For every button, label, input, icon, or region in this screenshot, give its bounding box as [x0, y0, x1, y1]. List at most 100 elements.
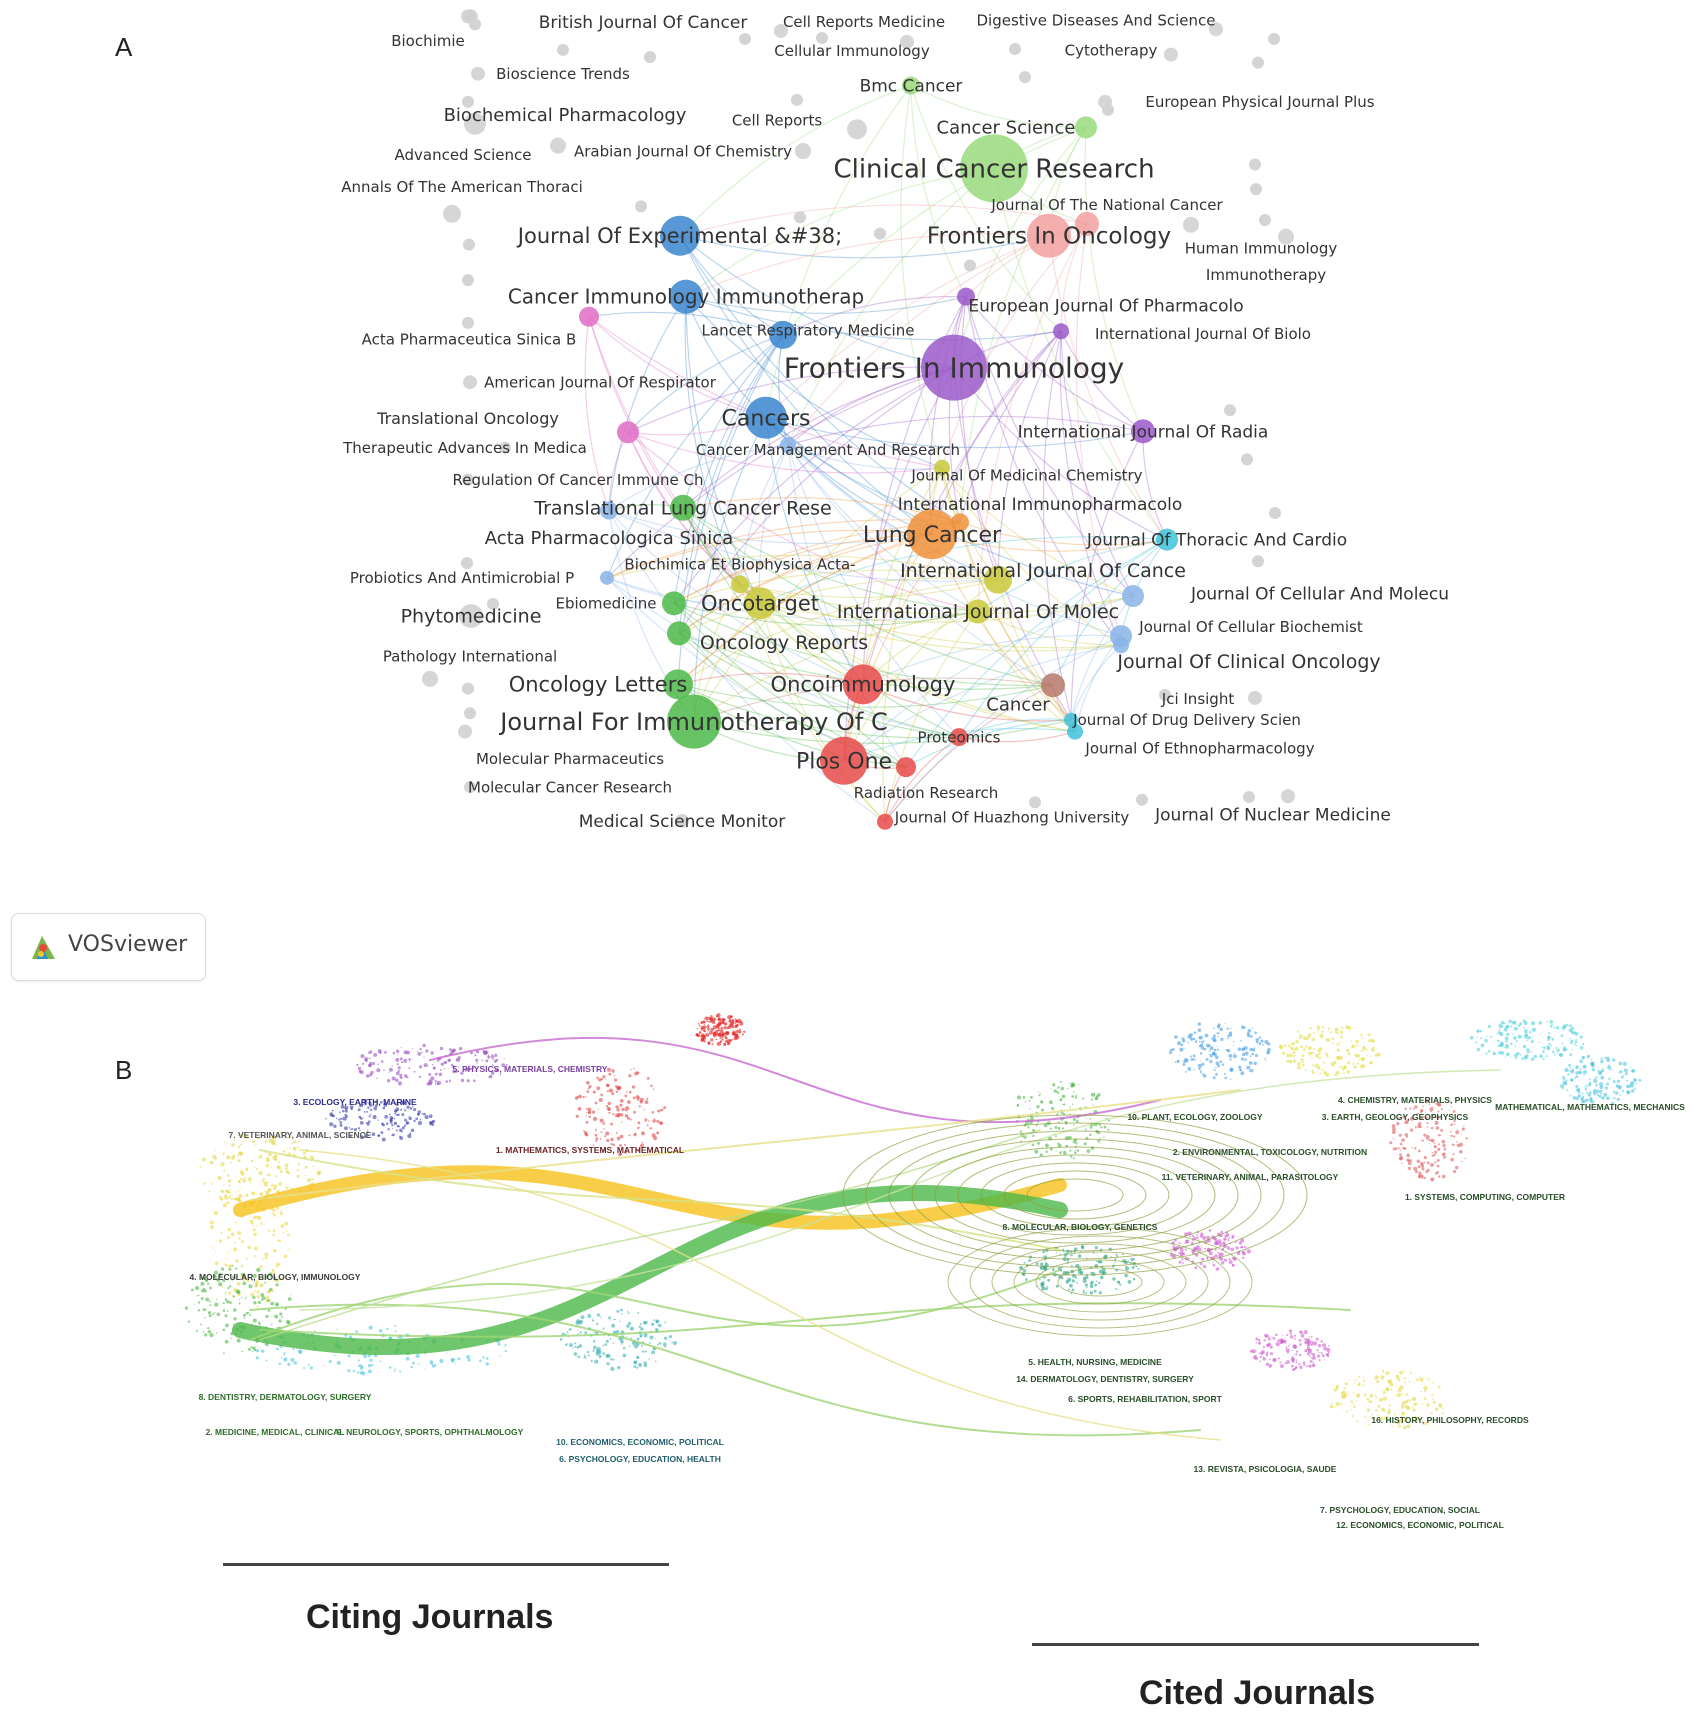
journal-point	[608, 1072, 612, 1076]
journal-point	[592, 1339, 596, 1343]
cocitation-link	[960, 296, 999, 580]
journal-point	[423, 1112, 426, 1116]
cocitation-link	[608, 510, 886, 823]
journal-point	[1579, 1035, 1583, 1039]
journal-point	[226, 1273, 228, 1276]
journal-point	[1055, 1135, 1057, 1138]
cocitation-link	[1084, 127, 1144, 432]
journal-point	[1034, 1149, 1039, 1154]
vosviewer-badge[interactable]: VOSviewer	[11, 913, 206, 981]
journal-point	[1383, 1396, 1387, 1401]
cocitation-link	[673, 602, 907, 768]
journal-point	[367, 1129, 369, 1131]
journal-point	[1193, 1069, 1195, 1071]
journal-point	[410, 1365, 413, 1369]
journal-point	[1562, 1076, 1566, 1080]
journal-point	[240, 1296, 243, 1299]
journal-point	[1265, 1334, 1268, 1337]
journal-point	[1193, 1058, 1196, 1061]
journal-point	[272, 1208, 276, 1212]
journal-point	[1343, 1387, 1346, 1390]
journal-point	[559, 1338, 563, 1341]
journal-point	[1305, 1037, 1309, 1041]
journal-point	[242, 1281, 247, 1286]
label-regulation-of-cancer-immune-ch: Regulation Of Cancer Immune Ch	[453, 471, 704, 489]
journal-point	[1224, 1023, 1226, 1025]
journal-point	[627, 1321, 632, 1326]
journal-point	[1595, 1076, 1598, 1079]
cocitation-link	[959, 521, 1168, 546]
journal-point	[1216, 1045, 1218, 1047]
journal-point	[260, 1223, 262, 1226]
journal-point	[1431, 1382, 1434, 1384]
journal-point	[243, 1317, 246, 1320]
journal-point	[595, 1130, 597, 1132]
journal-point	[626, 1324, 630, 1328]
journal-point	[428, 1114, 433, 1119]
journal-point	[399, 1076, 403, 1080]
journal-point	[497, 1342, 501, 1346]
journal-point	[222, 1152, 225, 1155]
node-american-journal-of-respirator	[463, 375, 477, 390]
journal-point	[1585, 1091, 1588, 1094]
minor-node	[1241, 453, 1253, 466]
journal-point	[1216, 1035, 1219, 1038]
journal-point	[1596, 1093, 1599, 1096]
citation-arc	[259, 1302, 1351, 1338]
cited-cluster-6-sports-rehabilitation-sport: 6. SPORTS, REHABILITATION, SPORT	[1068, 1394, 1222, 1404]
journal-point	[231, 1155, 235, 1160]
node-regulation-of-cancer-immune-ch	[462, 473, 474, 486]
journal-point	[1335, 1070, 1340, 1075]
journal-point	[1310, 1336, 1313, 1338]
minor-node	[1159, 689, 1171, 702]
cocitation-link	[627, 431, 943, 474]
journal-point	[1189, 1236, 1191, 1238]
journal-point	[201, 1276, 205, 1280]
journal-point	[488, 1074, 493, 1079]
journal-point	[1317, 1028, 1320, 1032]
journal-point	[365, 1074, 370, 1078]
journal-point	[1568, 1028, 1572, 1032]
journal-point	[1395, 1394, 1398, 1397]
journal-point	[1551, 1023, 1553, 1026]
journal-point	[1579, 1046, 1584, 1050]
journal-point	[218, 1282, 223, 1287]
journal-point	[1569, 1067, 1572, 1069]
journal-point	[1290, 1364, 1294, 1368]
journal-point	[1214, 1241, 1219, 1246]
journal-point	[1191, 1249, 1194, 1253]
label-biochimie: Biochimie	[391, 32, 465, 50]
journal-point	[467, 1067, 471, 1071]
journal-point	[1405, 1399, 1409, 1404]
journal-point	[255, 1144, 257, 1146]
journal-point	[1064, 1136, 1069, 1141]
node-lung-cancer	[907, 509, 957, 560]
journal-point	[1365, 1048, 1368, 1051]
journal-point	[1132, 1278, 1136, 1281]
cocitation-link	[782, 126, 1087, 336]
journal-point	[652, 1088, 655, 1090]
journal-point	[624, 1150, 628, 1154]
journal-point	[643, 1363, 647, 1368]
journal-point	[357, 1359, 360, 1362]
cocitation-link	[787, 444, 1054, 686]
journal-point	[277, 1161, 280, 1164]
journal-point	[1523, 1026, 1525, 1029]
journal-point	[1229, 1058, 1232, 1061]
journal-point	[636, 1356, 639, 1359]
journal-point	[1430, 1126, 1434, 1130]
journal-point	[637, 1149, 640, 1152]
cocitation-link	[685, 296, 943, 469]
journal-point	[471, 1065, 475, 1069]
journal-point	[1569, 1053, 1573, 1057]
journal-point	[594, 1133, 598, 1137]
journal-point	[1401, 1162, 1403, 1164]
journal-point	[252, 1273, 257, 1278]
journal-point	[1546, 1047, 1551, 1051]
journal-point	[273, 1184, 278, 1189]
journal-point	[585, 1107, 588, 1110]
journal-point	[620, 1308, 623, 1312]
journal-point	[251, 1350, 254, 1353]
minor-node	[644, 51, 656, 64]
journal-point	[1564, 1082, 1568, 1086]
